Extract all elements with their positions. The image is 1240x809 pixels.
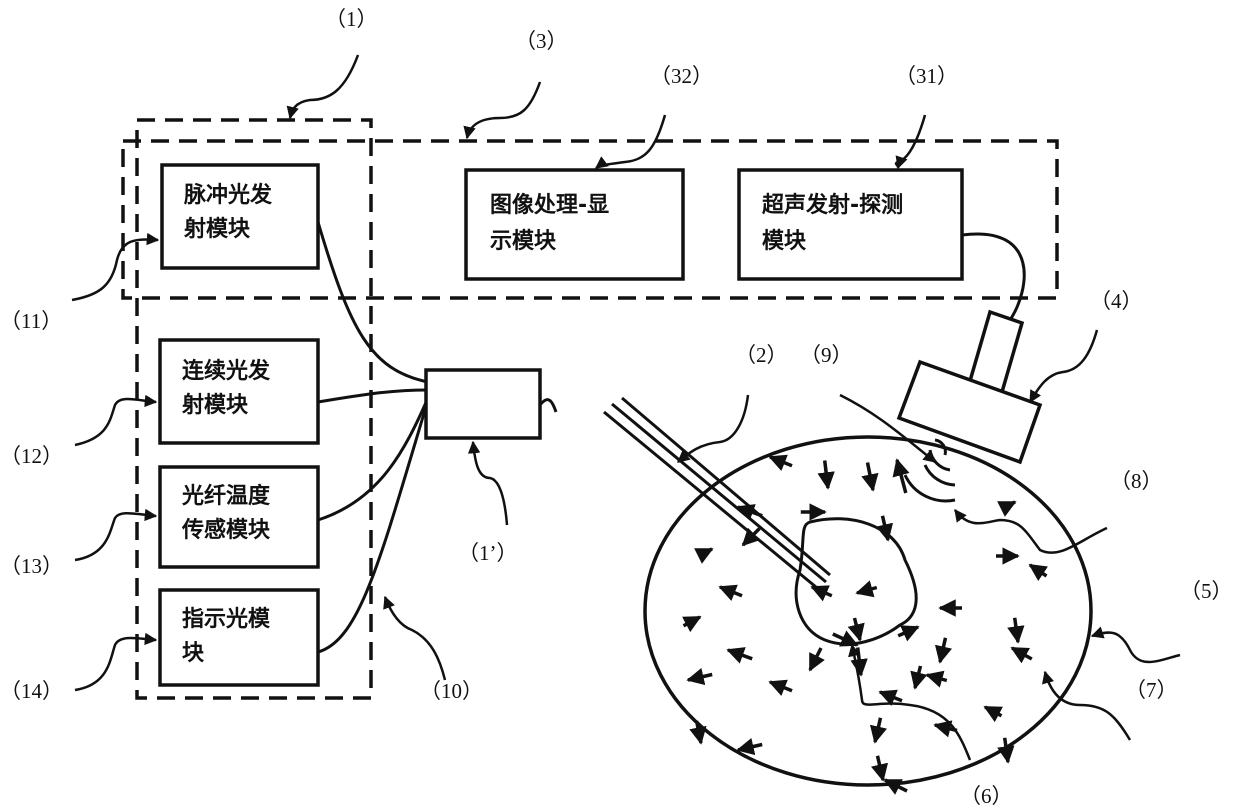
label-6: （6） [960, 784, 1013, 808]
fiber-bundle-10 [318, 222, 428, 652]
label-8: （8） [1110, 469, 1163, 493]
module-text: 示模块 [490, 229, 557, 254]
module-text: 指示光模 [182, 607, 271, 632]
coupler-output-fiber [540, 400, 556, 412]
label-2: （2） [735, 343, 788, 367]
module-text: 模块 [762, 229, 807, 254]
label-31: （31） [895, 64, 958, 88]
label-1-prime: （1’） [458, 541, 518, 565]
module-text: 射模块 [181, 392, 249, 418]
module-text: 传感模块 [181, 517, 271, 543]
module-text: 超声发射-探测 [762, 192, 903, 218]
label-10: （10） [420, 679, 483, 703]
module-text: 块 [182, 641, 205, 666]
label-9: （9） [800, 343, 853, 367]
fiber-temperature-module: 光纤温度 传感模块 [160, 467, 318, 567]
label-12: （12） [0, 444, 63, 468]
continuous-light-module: 连续光发 射模块 [160, 340, 318, 443]
label-32: （32） [650, 64, 713, 88]
ultrasound-cable [962, 234, 1024, 320]
module-text: 图像处理-显 [490, 192, 609, 218]
label-5: （5） [1180, 579, 1233, 603]
label-3: （3） [515, 29, 568, 53]
module-text: 射模块 [183, 216, 251, 242]
label-14: （14） [0, 679, 63, 703]
label-4: （4） [1090, 289, 1143, 313]
module-text: 连续光发 [182, 358, 271, 384]
ultrasound-probe-4 [899, 312, 1040, 462]
label-7: （7） [1125, 678, 1178, 702]
coupler-1-prime [426, 370, 540, 438]
ultrasound-module: 超声发射-探测 模块 [739, 170, 962, 279]
tissue-5 [645, 437, 1091, 785]
label-13: （13） [0, 554, 63, 578]
module-text: 光纤温度 [181, 483, 271, 509]
pulse-light-module: 脉冲光发 射模块 [162, 165, 318, 268]
image-display-module: 图像处理-显 示模块 [466, 170, 683, 279]
label-11: （11） [0, 309, 62, 333]
label-1: （1） [325, 7, 378, 31]
module-text: 脉冲光发 [183, 182, 273, 208]
indicator-light-module: 指示光模 块 [160, 590, 318, 685]
